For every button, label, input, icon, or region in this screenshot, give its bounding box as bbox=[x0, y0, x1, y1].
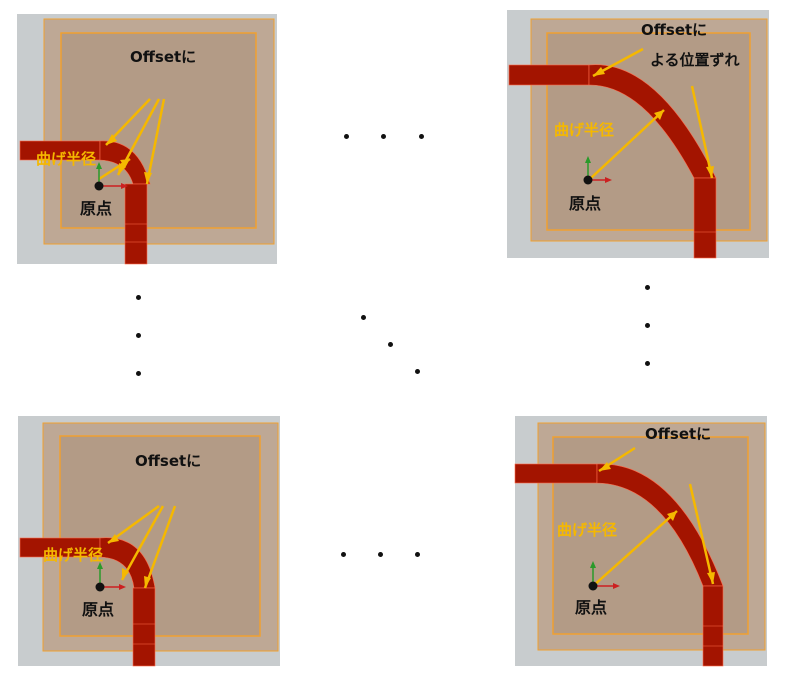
bend-radius-label: 曲げ半径 bbox=[36, 150, 97, 168]
bend-radius-label: 曲げ半径 bbox=[554, 121, 615, 139]
bend-radius-label: 曲げ半径 bbox=[557, 521, 618, 539]
panel-bottom-right-drawing bbox=[514, 416, 767, 667]
origin-label: 原点 bbox=[82, 600, 115, 619]
origin-label: 原点 bbox=[569, 194, 602, 213]
offset-shift-label-line1: Offsetに bbox=[641, 21, 708, 39]
bend-radius-label: 曲げ半径 bbox=[43, 546, 104, 564]
origin-label: 原点 bbox=[80, 199, 113, 218]
panel-bottom-left-drawing bbox=[18, 416, 280, 667]
origin-point bbox=[583, 175, 593, 185]
panel-top-right-drawing bbox=[507, 10, 769, 259]
panel-top-right: Offsetに よる位置ずれ 曲げ半径 原点 bbox=[507, 10, 769, 259]
panel-top-left-drawing bbox=[17, 14, 277, 265]
origin-label: 原点 bbox=[575, 598, 608, 617]
offset-label: Offsetに bbox=[135, 452, 202, 470]
origin-point bbox=[94, 181, 104, 191]
panel-bottom-left: Offsetに 曲げ半径 原点 bbox=[18, 416, 280, 667]
waveguide-input bbox=[508, 64, 590, 86]
waveguide-output bbox=[693, 177, 717, 259]
waveguide-input bbox=[514, 463, 598, 484]
waveguide-output bbox=[132, 587, 156, 667]
panel-top-left: Offsetに 曲げ半径 原点 bbox=[17, 14, 277, 265]
inner-box bbox=[59, 435, 261, 637]
origin-point bbox=[588, 581, 598, 591]
panel-bottom-right: Offsetに 曲げ半径 原点 bbox=[514, 416, 767, 667]
offset-label: Offsetに bbox=[645, 425, 712, 443]
origin-point bbox=[95, 582, 105, 592]
offset-label: Offsetに bbox=[130, 48, 197, 66]
offset-shift-label-line2: よる位置ずれ bbox=[650, 51, 740, 69]
